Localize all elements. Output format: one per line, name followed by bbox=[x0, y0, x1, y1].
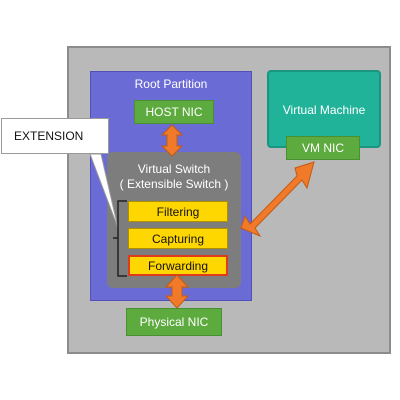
vm-nic-switch-arrow bbox=[240, 161, 315, 238]
virtual-machine bbox=[267, 70, 381, 148]
physical-nic: Physical NIC bbox=[126, 308, 222, 336]
host-nic: HOST NIC bbox=[134, 100, 214, 124]
callout-pointer bbox=[89, 153, 119, 229]
virtual-switch-title: Virtual Switch bbox=[137, 162, 211, 176]
root-partition-label: Root Partition bbox=[134, 77, 208, 91]
extension-bracket bbox=[113, 200, 127, 277]
host-nic-switch-arrow bbox=[160, 124, 184, 157]
vm-nic: VM NIC bbox=[286, 136, 360, 160]
extension-callout: EXTENSION bbox=[1, 118, 109, 154]
capturing-module: Capturing bbox=[128, 228, 228, 249]
filtering-module: Filtering bbox=[128, 201, 228, 222]
forwarding-module: Forwarding bbox=[128, 255, 228, 276]
virtual-switch-subtitle: ( Extensible Switch ) bbox=[119, 177, 229, 191]
switch-physical-nic-arrow bbox=[164, 274, 190, 309]
virtual-machine-label: Virtual Machine bbox=[282, 103, 366, 117]
